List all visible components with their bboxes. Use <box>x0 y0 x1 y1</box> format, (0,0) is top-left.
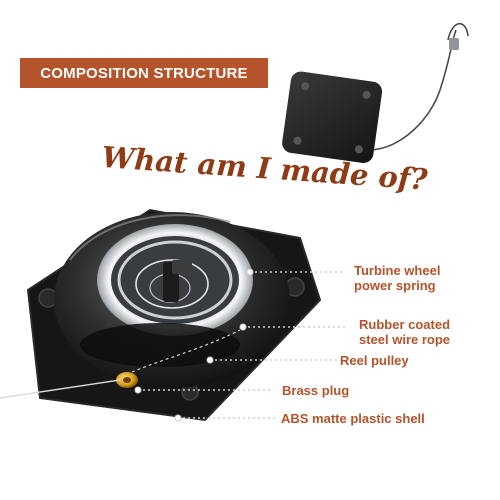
callout-line: power spring <box>354 278 436 293</box>
callout-line: Turbine wheel <box>354 263 441 278</box>
banner-title: COMPOSITION STRUCTURE <box>40 64 248 82</box>
callout-wire-rope: Rubber coated steel wire rope <box>359 317 450 347</box>
leader-lines <box>138 271 345 419</box>
small-closer-photo <box>282 22 469 163</box>
callout-line: Rubber coated <box>359 317 451 332</box>
callout-brass-plug: Brass plug <box>282 383 349 398</box>
section-banner: COMPOSITION STRUCTURE <box>20 58 268 88</box>
callout-turbine-wheel: Turbine wheel power spring <box>354 263 440 293</box>
callout-line: Reel pulley <box>340 353 409 368</box>
cutaway-photo <box>0 208 322 422</box>
callout-line: ABS matte plastic shell <box>281 411 425 426</box>
callout-line: Brass plug <box>282 383 350 398</box>
callout-reel-pulley: Reel pulley <box>340 353 409 368</box>
callout-abs-shell: ABS matte plastic shell <box>281 411 425 426</box>
leader-dots <box>134 268 254 422</box>
callout-line: steel wire rope <box>359 332 451 347</box>
brass-plug-photo <box>116 372 138 388</box>
